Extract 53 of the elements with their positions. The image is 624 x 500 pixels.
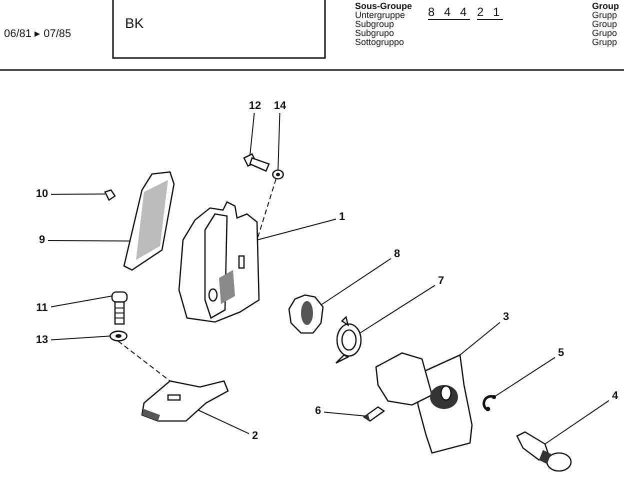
- group-heading: Group: [592, 19, 618, 29]
- leader-line: [250, 112, 255, 156]
- subgroup-heading: Subgrupo: [355, 28, 394, 38]
- leader-line: [256, 218, 336, 240]
- callout-number: 9: [36, 234, 48, 247]
- group-heading: Grupp: [592, 10, 618, 20]
- callout-number: 5: [555, 347, 567, 360]
- key-drawing: [515, 430, 572, 472]
- callout-number: 7: [435, 275, 447, 288]
- callout-number: 2: [249, 430, 261, 443]
- callout-number: 13: [33, 334, 51, 347]
- washer-drawing: [109, 330, 128, 342]
- leader-line: [48, 240, 132, 242]
- leader-line: [198, 410, 250, 434]
- leader-line: [460, 322, 500, 356]
- leader-line: [544, 400, 610, 444]
- nut-drawing: [287, 293, 325, 335]
- leader-line: [50, 194, 106, 195]
- leader-line: [360, 284, 436, 334]
- screw-drawing: [103, 188, 117, 201]
- date-range: 06/81 ▸ 07/85: [4, 28, 72, 40]
- callout-number: 11: [33, 302, 51, 315]
- washer-drawing: [272, 169, 284, 180]
- bolt-drawing: [109, 290, 130, 326]
- subgroup-heading: Sottogruppo: [355, 37, 404, 47]
- leader-line: [320, 258, 392, 306]
- subgroup-heading: Subgroup: [355, 19, 394, 29]
- subgroup-heading: Sous-Groupe: [355, 1, 412, 11]
- variant-code: BK: [125, 16, 144, 31]
- assembly-line: [118, 340, 170, 382]
- callout-number: 14: [271, 100, 289, 113]
- callout-number: 10: [33, 188, 51, 201]
- callout-number: 3: [500, 311, 512, 324]
- cover-drawing: [122, 170, 175, 272]
- callout-number: 12: [246, 100, 264, 113]
- leader-line: [50, 296, 112, 308]
- group-heading: Grupo: [592, 28, 618, 38]
- callout-number: 8: [391, 248, 403, 261]
- group-heading: Grupp: [592, 37, 618, 47]
- leader-line: [494, 356, 556, 398]
- leader-line: [50, 336, 112, 340]
- callout-number: 6: [312, 405, 324, 418]
- leader-line: [278, 112, 280, 172]
- callout-number: 4: [609, 390, 621, 403]
- clip-drawing: [482, 393, 498, 412]
- callout-number: 1: [336, 211, 348, 224]
- leader-line: [324, 412, 366, 416]
- group-number: 2 1: [477, 6, 503, 20]
- subgroup-heading: Untergruppe: [355, 10, 406, 20]
- group-heading: Group: [592, 1, 619, 11]
- pin-drawing: [362, 405, 386, 422]
- group-number: 8 4 4: [428, 6, 470, 20]
- bolt-drawing: [242, 152, 271, 173]
